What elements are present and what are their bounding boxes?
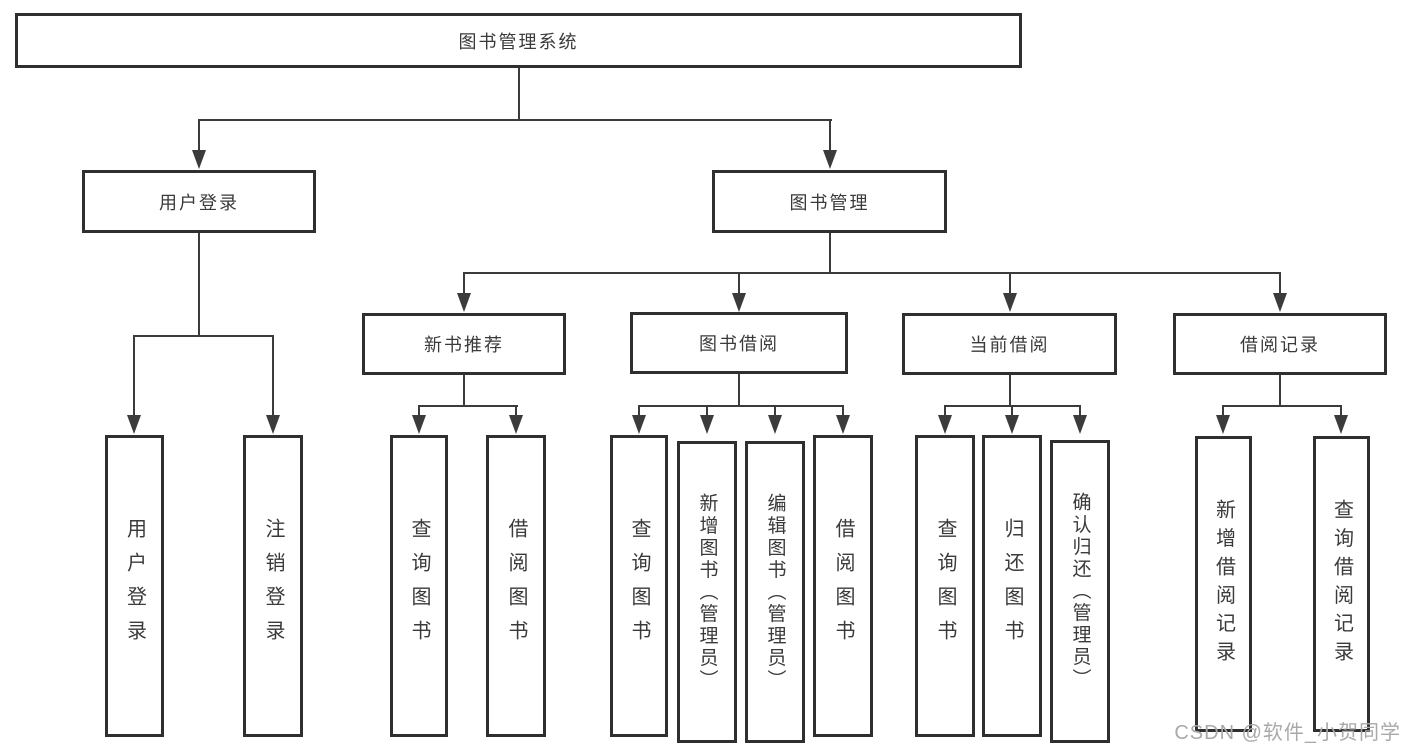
leaf-logout: 注销登录 [243, 435, 303, 737]
arrowhead-down-icon [732, 293, 746, 312]
watermark: CSDN @软件_小贺同学 [1174, 722, 1401, 744]
node-label: 确认归还（管理员） [1069, 492, 1091, 691]
node-new-book-recommend: 新书推荐 [362, 313, 566, 375]
node-label: 借阅图书 [832, 518, 854, 654]
arrowhead-down-icon [457, 293, 471, 312]
arrowhead-down-icon [192, 150, 206, 169]
node-label: 借阅记录 [1240, 335, 1320, 355]
arrowhead-down-icon [1273, 293, 1287, 312]
connector-vline [272, 335, 274, 417]
node-label: 新增借阅记录 [1212, 498, 1235, 670]
node-label: 用户登录 [123, 518, 146, 654]
node-current-borrowing: 当前借阅 [902, 313, 1117, 375]
connector-vline [198, 119, 200, 152]
connector-vline [1009, 375, 1011, 406]
connector-vline [1279, 272, 1281, 296]
node-label: 新书推荐 [424, 335, 504, 355]
node-label: 查询图书 [628, 518, 650, 654]
connector-hline [1222, 405, 1342, 407]
connector-vline [1009, 272, 1011, 296]
leaf-user-login: 用户登录 [105, 435, 164, 737]
node-library-system: 图书管理系统 [15, 13, 1022, 68]
connector-vline [738, 374, 740, 406]
connector-vline [842, 405, 844, 417]
node-label: 图书管理系统 [458, 31, 579, 52]
node-label: 借阅图书 [505, 518, 527, 654]
connector-vline [638, 405, 640, 417]
node-label: 注销登录 [262, 518, 284, 654]
leaf-query-books-1: 查询图书 [390, 435, 448, 737]
connector-hline [418, 405, 518, 407]
leaf-query-books-2: 查询图书 [610, 435, 668, 737]
arrowhead-down-icon [412, 415, 426, 434]
node-book-borrowing: 图书借阅 [630, 312, 848, 374]
node-label: 用户登录 [159, 192, 239, 213]
arrowhead-down-icon [1003, 293, 1017, 312]
leaf-borrow-books-2: 借阅图书 [813, 435, 873, 737]
node-label: 新增图书（管理员） [696, 492, 718, 692]
arrowhead-down-icon [836, 415, 850, 434]
node-borrow-records: 借阅记录 [1173, 313, 1387, 375]
leaf-query-books-3: 查询图书 [915, 435, 975, 737]
connector-vline [198, 233, 200, 337]
node-user-login: 用户登录 [82, 170, 316, 233]
connector-vline [1079, 405, 1081, 417]
arrowhead-down-icon [1073, 415, 1087, 434]
node-label: 编辑图书（管理员） [764, 492, 786, 692]
arrowhead-down-icon [1005, 415, 1019, 434]
arrowhead-down-icon [768, 415, 782, 434]
connector-vline [418, 405, 420, 417]
node-book-management: 图书管理 [712, 170, 947, 233]
node-label: 图书借阅 [699, 334, 779, 354]
connector-vline [1340, 405, 1342, 417]
connector-vline [515, 405, 517, 417]
arrowhead-down-icon [266, 415, 280, 434]
connector-vline [518, 68, 520, 121]
leaf-return-books: 归还图书 [982, 435, 1042, 737]
connector-hline [638, 405, 844, 407]
connector-vline [829, 233, 831, 274]
connector-hline [198, 119, 832, 121]
connector-vline [774, 405, 776, 417]
node-label: 当前借阅 [969, 335, 1050, 355]
node-label: 查询图书 [934, 518, 956, 654]
arrowhead-down-icon [632, 415, 646, 434]
connector-vline [1222, 405, 1224, 417]
node-label: 图书管理 [789, 192, 870, 213]
leaf-add-borrow-record: 新增借阅记录 [1195, 436, 1252, 732]
arrowhead-down-icon [938, 415, 952, 434]
connector-vline [463, 375, 465, 406]
leaf-confirm-return-admin: 确认归还（管理员） [1050, 440, 1110, 743]
connector-vline [1011, 405, 1013, 417]
leaf-edit-book-admin: 编辑图书（管理员） [745, 441, 805, 743]
arrowhead-down-icon [823, 150, 837, 169]
connector-vline [463, 272, 465, 296]
connector-vline [829, 119, 831, 152]
connector-vline [133, 335, 135, 417]
arrowhead-down-icon [1334, 415, 1348, 434]
leaf-borrow-books-1: 借阅图书 [486, 435, 546, 737]
node-label: 查询图书 [408, 518, 430, 654]
connector-hline [133, 335, 274, 337]
arrowhead-down-icon [127, 415, 141, 434]
connector-vline [738, 272, 740, 296]
arrowhead-down-icon [509, 415, 523, 434]
leaf-add-book-admin: 新增图书（管理员） [677, 441, 737, 743]
connector-hline [463, 272, 1281, 274]
arrowhead-down-icon [1216, 415, 1230, 434]
node-label: 查询借阅记录 [1330, 498, 1353, 670]
leaf-query-borrow-record: 查询借阅记录 [1313, 436, 1370, 732]
node-label: 归还图书 [1001, 518, 1023, 654]
arrowhead-down-icon [700, 415, 714, 434]
connector-vline [944, 405, 946, 417]
connector-vline [1279, 375, 1281, 406]
connector-vline [706, 405, 708, 417]
